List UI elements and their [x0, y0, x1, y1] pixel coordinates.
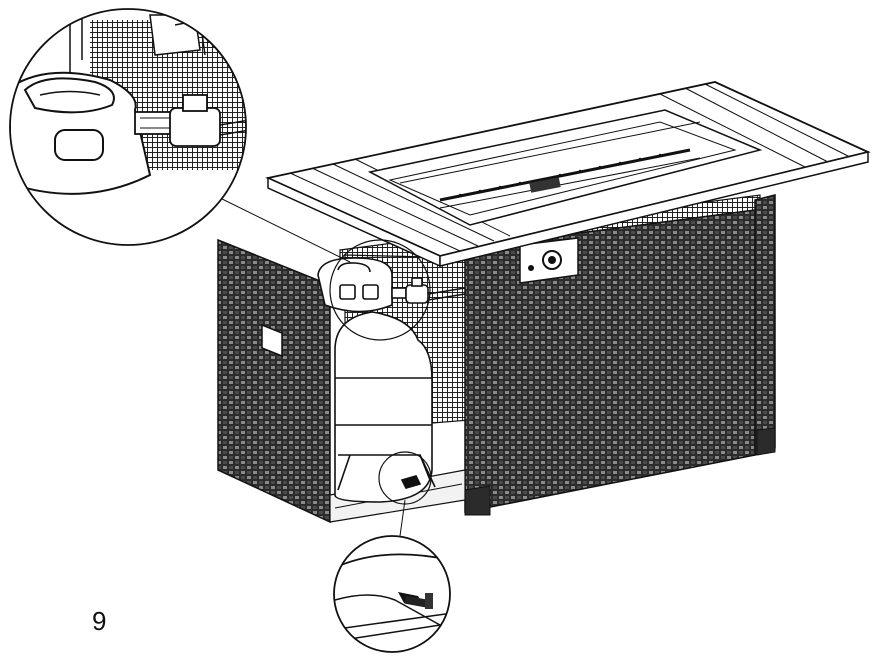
valve-detail-callout [10, 9, 246, 245]
bottom-callout-marker [378, 451, 432, 505]
step-number: 9 [92, 606, 107, 636]
front-panel [464, 209, 756, 513]
bracket-detail-frame [333, 535, 451, 653]
fire-pit-table [217, 81, 871, 524]
bottom-callout-leader [399, 499, 406, 537]
igniter-button [528, 265, 534, 271]
left-side-panel [217, 238, 331, 524]
tabletop [265, 81, 871, 268]
propane-tank [317, 257, 466, 503]
panel-handle [261, 323, 283, 358]
front-leg [464, 485, 491, 516]
bracket-detail-callout [334, 536, 450, 652]
right-leg [756, 427, 776, 456]
valve-detail-frame [9, 8, 247, 246]
top-callout-leader [211, 193, 351, 263]
right-side-panel [754, 194, 776, 457]
top-callout-marker [329, 239, 431, 341]
